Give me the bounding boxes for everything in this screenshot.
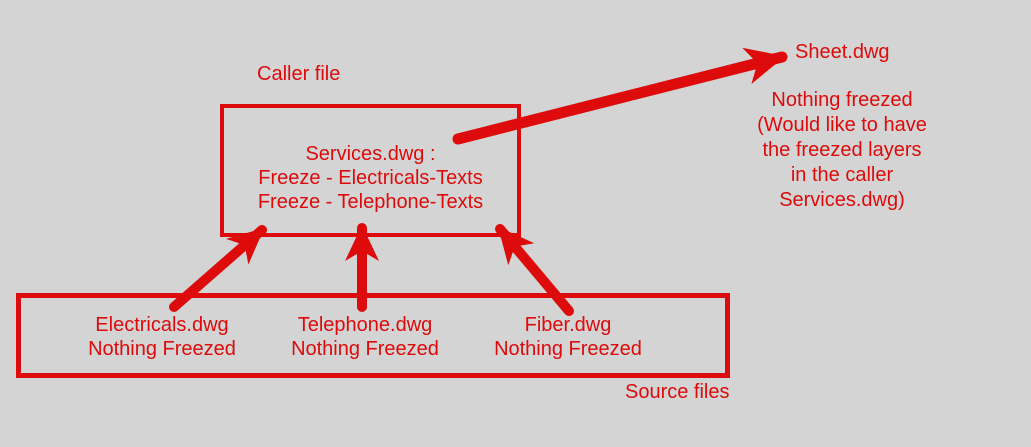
source-item-electricals: Electricals.dwg Nothing Freezed — [62, 313, 262, 361]
sheet-note-line-4: in the caller — [790, 164, 894, 186]
sheet-note-text: Nothing freezed (Would like to have the … — [742, 88, 942, 213]
sheet-note-line-2: (Would like to have — [757, 114, 927, 136]
source-item-status: Nothing Freezed — [494, 338, 642, 360]
source-item-name: Telephone.dwg — [297, 314, 433, 336]
caller-box-text: Services.dwg : Freeze - Electricals-Text… — [220, 142, 521, 214]
sheet-dwg-label: Sheet.dwg — [795, 41, 890, 63]
source-files-label: Source files — [625, 381, 730, 403]
caller-box-line-1: Services.dwg : — [305, 143, 436, 165]
source-item-name: Fiber.dwg — [524, 314, 612, 336]
source-item-status: Nothing Freezed — [291, 338, 439, 360]
caller-box-line-3: Freeze - Telephone-Texts — [257, 191, 484, 213]
sheet-note-line-1: Nothing freezed — [771, 89, 913, 111]
source-item-status: Nothing Freezed — [88, 338, 236, 360]
source-item-telephone: Telephone.dwg Nothing Freezed — [265, 313, 465, 361]
caller-file-label: Caller file — [257, 63, 341, 85]
source-item-name: Electricals.dwg — [95, 314, 229, 336]
caller-box-line-2: Freeze - Electricals-Texts — [258, 167, 483, 189]
sheet-note-line-3: the freezed layers — [762, 139, 922, 161]
source-item-fiber: Fiber.dwg Nothing Freezed — [468, 313, 668, 361]
sheet-note-line-5: Services.dwg) — [779, 189, 905, 211]
source-files-box — [16, 293, 730, 378]
